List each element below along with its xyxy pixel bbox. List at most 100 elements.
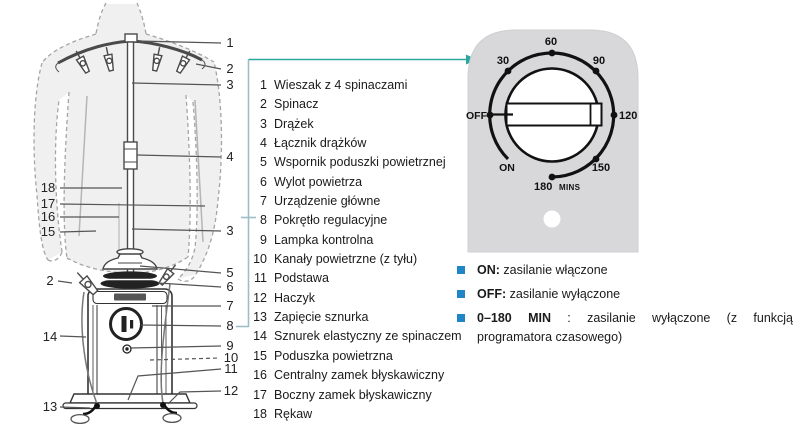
indicator-lamp (122, 344, 132, 354)
air-outlet (100, 271, 160, 289)
part-number: 14 (253, 329, 267, 344)
parts-list-item: 2 Spinacz (252, 95, 462, 114)
dial-off-label: OFF (466, 110, 488, 122)
part-number: 4 (260, 136, 267, 151)
parts-list-item: 12 Haczyk (252, 289, 462, 308)
part-number: 18 (253, 406, 267, 421)
callout-8: 8 (226, 318, 233, 333)
part-number: 10 (253, 252, 267, 267)
part-number: 5 (260, 155, 267, 170)
hanger-clips (75, 47, 191, 74)
callout-7: 7 (226, 298, 233, 313)
parts-list-item: 14 Sznurek elastyczny ze spinaczem (252, 327, 462, 346)
parts-list-item: 11 Podstawa (252, 269, 462, 288)
part-label: Wylot powietrza (274, 174, 363, 189)
parts-list-item: 3 Drążek (252, 115, 462, 134)
part-number: 1 (260, 78, 267, 92)
legend-desc: zasilanie wyłączone (509, 287, 621, 301)
part-number: 12 (253, 290, 267, 305)
callout-3b: 3 (226, 223, 233, 238)
control-knob (109, 307, 143, 341)
bullet-square-icon (457, 314, 465, 322)
part-label: Rękaw (274, 406, 313, 421)
legend-desc: zasilanie włączone (503, 263, 608, 277)
callout-15: 15 (41, 224, 55, 239)
part-number: 11 (254, 271, 267, 286)
parts-list-item: 18 Rękaw (252, 405, 462, 424)
part-label: Drążek (274, 116, 314, 131)
dial-knob-handle (492, 102, 603, 127)
legend-term: ON: (477, 263, 500, 277)
legend-item-timer: 0–180 MIN : zasilanie wyłączone (z funkc… (457, 309, 793, 347)
callout-17: 17 (41, 196, 55, 211)
part-label: Wieszak z 4 spinaczami (274, 78, 408, 92)
legend-item-off: OFF: zasilanie wyłączone (457, 285, 793, 304)
part-number: 8 (260, 213, 267, 228)
callout-14: 14 (43, 329, 57, 344)
cushion-support (102, 248, 158, 270)
parts-list-item: 7 Urządzenie główne (252, 192, 462, 211)
dial-tick-dots (486, 49, 618, 181)
part-label: Łącznik drążków (274, 136, 367, 151)
part-label: Centralny zamek błyskawiczny (274, 368, 445, 383)
brand-plate (114, 293, 146, 301)
part-number: 16 (253, 368, 267, 383)
main-unit (87, 288, 173, 402)
dial-legend: ON: zasilanie włączone OFF: zasilanie wy… (457, 261, 793, 352)
parts-list-item: 17 Boczny zamek błyskawiczny (252, 386, 462, 405)
part-number: 7 (260, 194, 267, 209)
callout-3: 3 (226, 77, 233, 92)
part-label: Haczyk (274, 290, 315, 305)
clip-icon (175, 50, 191, 74)
air-cushion-lines (78, 95, 204, 258)
legend-text: OFF: zasilanie wyłączone (477, 285, 620, 304)
callout-10: 10 (224, 350, 238, 365)
callout-5: 5 (226, 265, 233, 280)
callout-2: 2 (226, 61, 233, 76)
part-number: 2 (260, 97, 267, 112)
cord-clip-icon (158, 264, 177, 286)
legend-term: OFF: (477, 287, 507, 301)
part-label: Boczny zamek błyskawiczny (274, 387, 432, 402)
dial-labels: 30 60 90 120 150 180 MINS OFF ON (466, 36, 637, 193)
callout-12: 12 (224, 383, 238, 398)
parts-list-item: 16 Centralny zamek błyskawiczny (252, 366, 462, 385)
garment-dryer-illustration (33, 2, 223, 425)
dashed-leader-10 (149, 357, 220, 361)
clip-icon (75, 50, 91, 74)
part-label: Podstawa (274, 271, 329, 286)
bullet-square-icon (457, 266, 465, 274)
part-label: Kanały powietrzne (z tyłu) (274, 252, 418, 267)
part-label: Sznurek elastyczny ze spinaczem (274, 329, 462, 344)
legend-term: 0–180 MIN (477, 311, 551, 325)
dial-tick-30: 30 (497, 55, 509, 67)
part-number: 17 (253, 387, 267, 402)
callout-2-left: 2 (46, 273, 53, 288)
dial-on-label: ON (499, 162, 515, 174)
part-label: Urządzenie główne (274, 194, 381, 209)
parts-list-item: 1 Wieszak z 4 spinaczami (252, 76, 462, 95)
elastic-cord-left (81, 291, 98, 405)
elastic-cord-right (160, 283, 171, 404)
dial-arc (488, 51, 616, 179)
part-number: 9 (260, 232, 267, 247)
timer-dial-panel: 30 60 90 120 150 180 MINS OFF ON (466, 29, 639, 253)
part-label: Wspornik poduszki powietrznej (274, 155, 446, 170)
part-number: 13 (253, 310, 267, 325)
pole-connector (123, 141, 138, 170)
legend-item-on: ON: zasilanie włączone (457, 261, 793, 280)
callout-1: 1 (226, 35, 233, 50)
part-number: 3 (260, 116, 267, 131)
parts-list-item: 4 Łącznik drążków (252, 134, 462, 153)
cord-clip-icon (76, 272, 99, 296)
panel-screw-hole (543, 210, 561, 228)
part-label: Spinacz (274, 97, 319, 112)
callout-4: 4 (226, 149, 233, 164)
callout-lines (57, 40, 222, 409)
garment-outline (33, 2, 223, 282)
callout-11: 11 (224, 361, 238, 376)
